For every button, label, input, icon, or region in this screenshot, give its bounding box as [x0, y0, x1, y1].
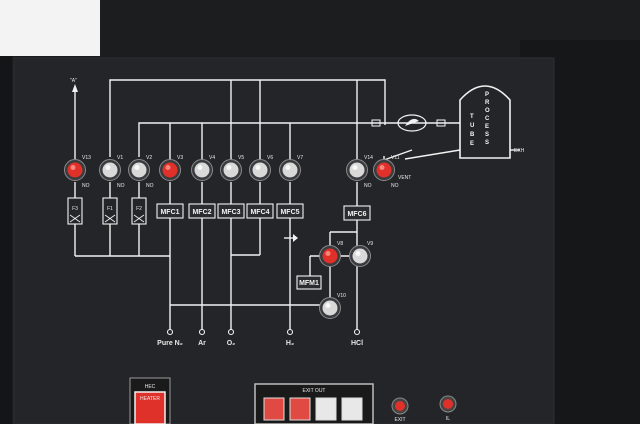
- filter-label: F3: [72, 206, 78, 212]
- exh-label: EXH: [514, 148, 525, 154]
- top-arrow-label: "A": [70, 78, 77, 84]
- left-edge: [0, 56, 12, 424]
- filter-f3: F3: [67, 197, 83, 225]
- mfc-box-mfc5: MFC5: [276, 203, 304, 219]
- valve-label: V9: [367, 241, 373, 247]
- exit-out-button-1[interactable]: [263, 397, 285, 421]
- exit-lamp-label: EXIT: [394, 417, 405, 423]
- filter-label: F1: [107, 206, 113, 212]
- mfc-box-mfc4: MFC4: [246, 203, 274, 219]
- gas-inlet: HCl: [351, 328, 363, 347]
- fitting-icon: [436, 119, 446, 127]
- heater-button[interactable]: [134, 391, 166, 424]
- valve-sub-label: NO: [117, 183, 125, 189]
- valve-sub-label: NO: [364, 183, 372, 189]
- valve-v10[interactable]: V10: [319, 293, 347, 319]
- exit-out-button-3[interactable]: [315, 397, 337, 421]
- mfc-box-mfc6: MFC6: [343, 205, 371, 221]
- valve-label: V4: [209, 155, 215, 161]
- mfc-label: MFC5: [280, 209, 299, 216]
- gas-label: Ar: [198, 340, 206, 347]
- bottom-controls: HEC HEATER EXIT OUT EXIT IL: [129, 377, 457, 424]
- valve-label: V10: [337, 293, 346, 299]
- mimic-panel: [13, 57, 555, 424]
- exit-out-button-4[interactable]: [341, 397, 363, 421]
- gas-inlet: H₂: [286, 328, 294, 347]
- gas-inlet: Pure N₂: [157, 328, 183, 347]
- mfc-box-mfc2: MFC2: [188, 203, 216, 219]
- valve-sub-label: NO: [391, 183, 399, 189]
- mfc-label: MFC2: [192, 209, 211, 216]
- filter-f1: F1: [102, 197, 118, 225]
- mfc-label: MFC3: [221, 209, 240, 216]
- valve-label: V2: [146, 155, 152, 161]
- mfc-label: MFC1: [160, 209, 179, 216]
- il-lamp-label: IL: [446, 416, 450, 422]
- filter-f2: F2: [131, 197, 147, 225]
- mfc-label: MFC4: [250, 209, 269, 216]
- mfm-box: MFM1: [296, 275, 322, 290]
- wall-patch: [0, 0, 100, 56]
- valve-sub-label: NO: [82, 183, 90, 189]
- valve-v8[interactable]: V8: [319, 241, 344, 267]
- valve-v3[interactable]: V3: [159, 155, 184, 181]
- valve-label: V14: [364, 155, 373, 161]
- mfc-box-mfc1: MFC1: [156, 203, 184, 219]
- gas-inlet: Ar: [198, 328, 206, 347]
- valve-v6[interactable]: V6: [249, 155, 274, 181]
- valve-label: V13: [82, 155, 91, 161]
- fitting-icon: [371, 119, 381, 127]
- valve-label: V1: [117, 155, 123, 161]
- valve-v5[interactable]: V5: [220, 155, 245, 181]
- valve-label: V11: [391, 155, 400, 161]
- heater-title: HEC: [145, 384, 156, 390]
- valve-v7[interactable]: V7: [279, 155, 304, 181]
- vent-label: VENT: [398, 175, 411, 181]
- exit-out-label: EXIT OUT: [303, 388, 326, 394]
- exit-out-button-2[interactable]: [289, 397, 311, 421]
- gas-inlets: Pure N₂ Ar O₂ H₂ HCl: [157, 328, 363, 347]
- filter-label: F2: [136, 206, 142, 212]
- mfc-box-mfc3: MFC3: [217, 203, 245, 219]
- il-lamp[interactable]: [443, 399, 453, 409]
- mfc-label: MFC6: [347, 211, 366, 218]
- exit-lamp[interactable]: [395, 401, 405, 411]
- valve-v9[interactable]: V9: [349, 241, 374, 267]
- gas-label: Pure N₂: [157, 340, 183, 347]
- filters: F3 F1 F2: [67, 197, 147, 225]
- mass-flow-controllers: MFC1 MFC2 MFC3 MFC4 MFC5 MFC6: [156, 203, 371, 221]
- valve-label: V8: [337, 241, 343, 247]
- leaf-icon: [405, 118, 419, 126]
- valve-label: V3: [177, 155, 183, 161]
- valve-label: V6: [267, 155, 273, 161]
- valve-label: V7: [297, 155, 303, 161]
- valve-v4[interactable]: V4: [191, 155, 216, 181]
- heater-coil: [397, 114, 427, 132]
- valve-label: V5: [238, 155, 244, 161]
- gas-label: O₂: [227, 340, 236, 347]
- mfm-label: MFM1: [299, 280, 319, 287]
- gas-label: HCl: [351, 340, 363, 347]
- gas-inlet: O₂: [227, 328, 236, 347]
- heater-label: HEATER: [140, 396, 160, 402]
- gas-label: H₂: [286, 340, 294, 347]
- valve-sub-label: NO: [146, 183, 154, 189]
